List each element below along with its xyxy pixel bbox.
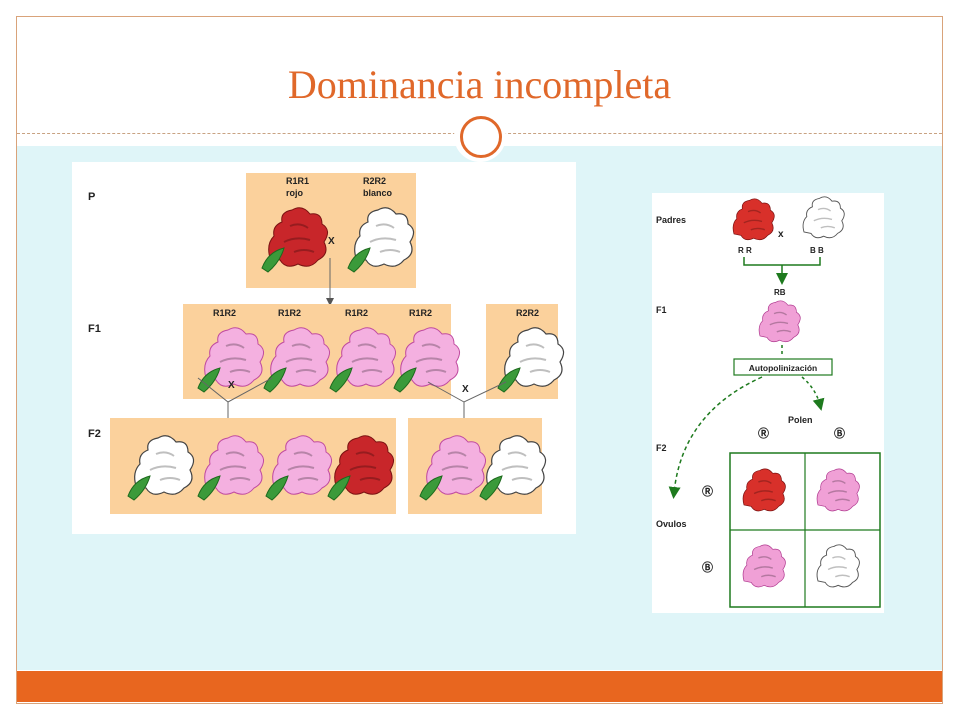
ovulos-label: Ovulos xyxy=(656,519,687,529)
f2-label: F2 xyxy=(656,443,667,453)
padres-label: Padres xyxy=(656,215,686,225)
f1-genotype-1: R1R2 xyxy=(213,308,236,318)
slide-title: Dominancia incompleta xyxy=(287,62,672,107)
right-punnett-diagram: Padres x R R B B RB F1 Autopolinización … xyxy=(652,193,884,613)
gen-label-f1: F1 xyxy=(88,323,101,335)
f1-genotype: RB xyxy=(774,288,786,297)
f1-white-genotype: R2R2 xyxy=(516,308,539,318)
f1-genotype-2: R1R2 xyxy=(278,308,301,318)
polen-allele-r: Ⓡ xyxy=(758,426,769,440)
gen-label-p: P xyxy=(88,191,95,203)
cross-symbol-p: X xyxy=(328,236,335,247)
f1-genotype-3: R1R2 xyxy=(345,308,368,318)
polen-label: Polen xyxy=(788,415,813,425)
f1-genotype-4: R1R2 xyxy=(409,308,432,318)
circle-ornament-icon xyxy=(454,110,506,162)
cross-symbol-f1-right: X xyxy=(462,384,469,395)
autopolinizacion-label: Autopolinización xyxy=(749,363,817,373)
p-white-genotype: R2R2 xyxy=(363,176,386,186)
parent-white-genotype: B B xyxy=(810,246,824,255)
p-red-genotype: R1R1 xyxy=(286,176,309,186)
p-red-color: rojo xyxy=(286,188,304,198)
autopolinizacion-box xyxy=(733,358,833,376)
p-white-color: blanco xyxy=(363,188,393,198)
polen-allele-b: Ⓑ xyxy=(834,426,845,440)
left-inheritance-diagram: P F1 F2 R1R1 rojo R2R2 blanco X R1R2 R1R… xyxy=(72,162,576,534)
ovulos-allele-b: Ⓑ xyxy=(702,560,713,574)
ovulos-allele-r: Ⓡ xyxy=(702,484,713,498)
gen-label-f2: F2 xyxy=(88,428,101,440)
f1-label: F1 xyxy=(656,305,667,315)
cross-symbol-f1-left: X xyxy=(228,380,235,391)
arrow-to-ovulos xyxy=(668,376,763,499)
parent-cross-symbol: x xyxy=(778,229,784,240)
slide-frame xyxy=(16,16,943,704)
parent-red-genotype: R R xyxy=(738,246,752,255)
arrow-to-polen xyxy=(801,376,825,411)
footer-bar xyxy=(17,671,942,702)
